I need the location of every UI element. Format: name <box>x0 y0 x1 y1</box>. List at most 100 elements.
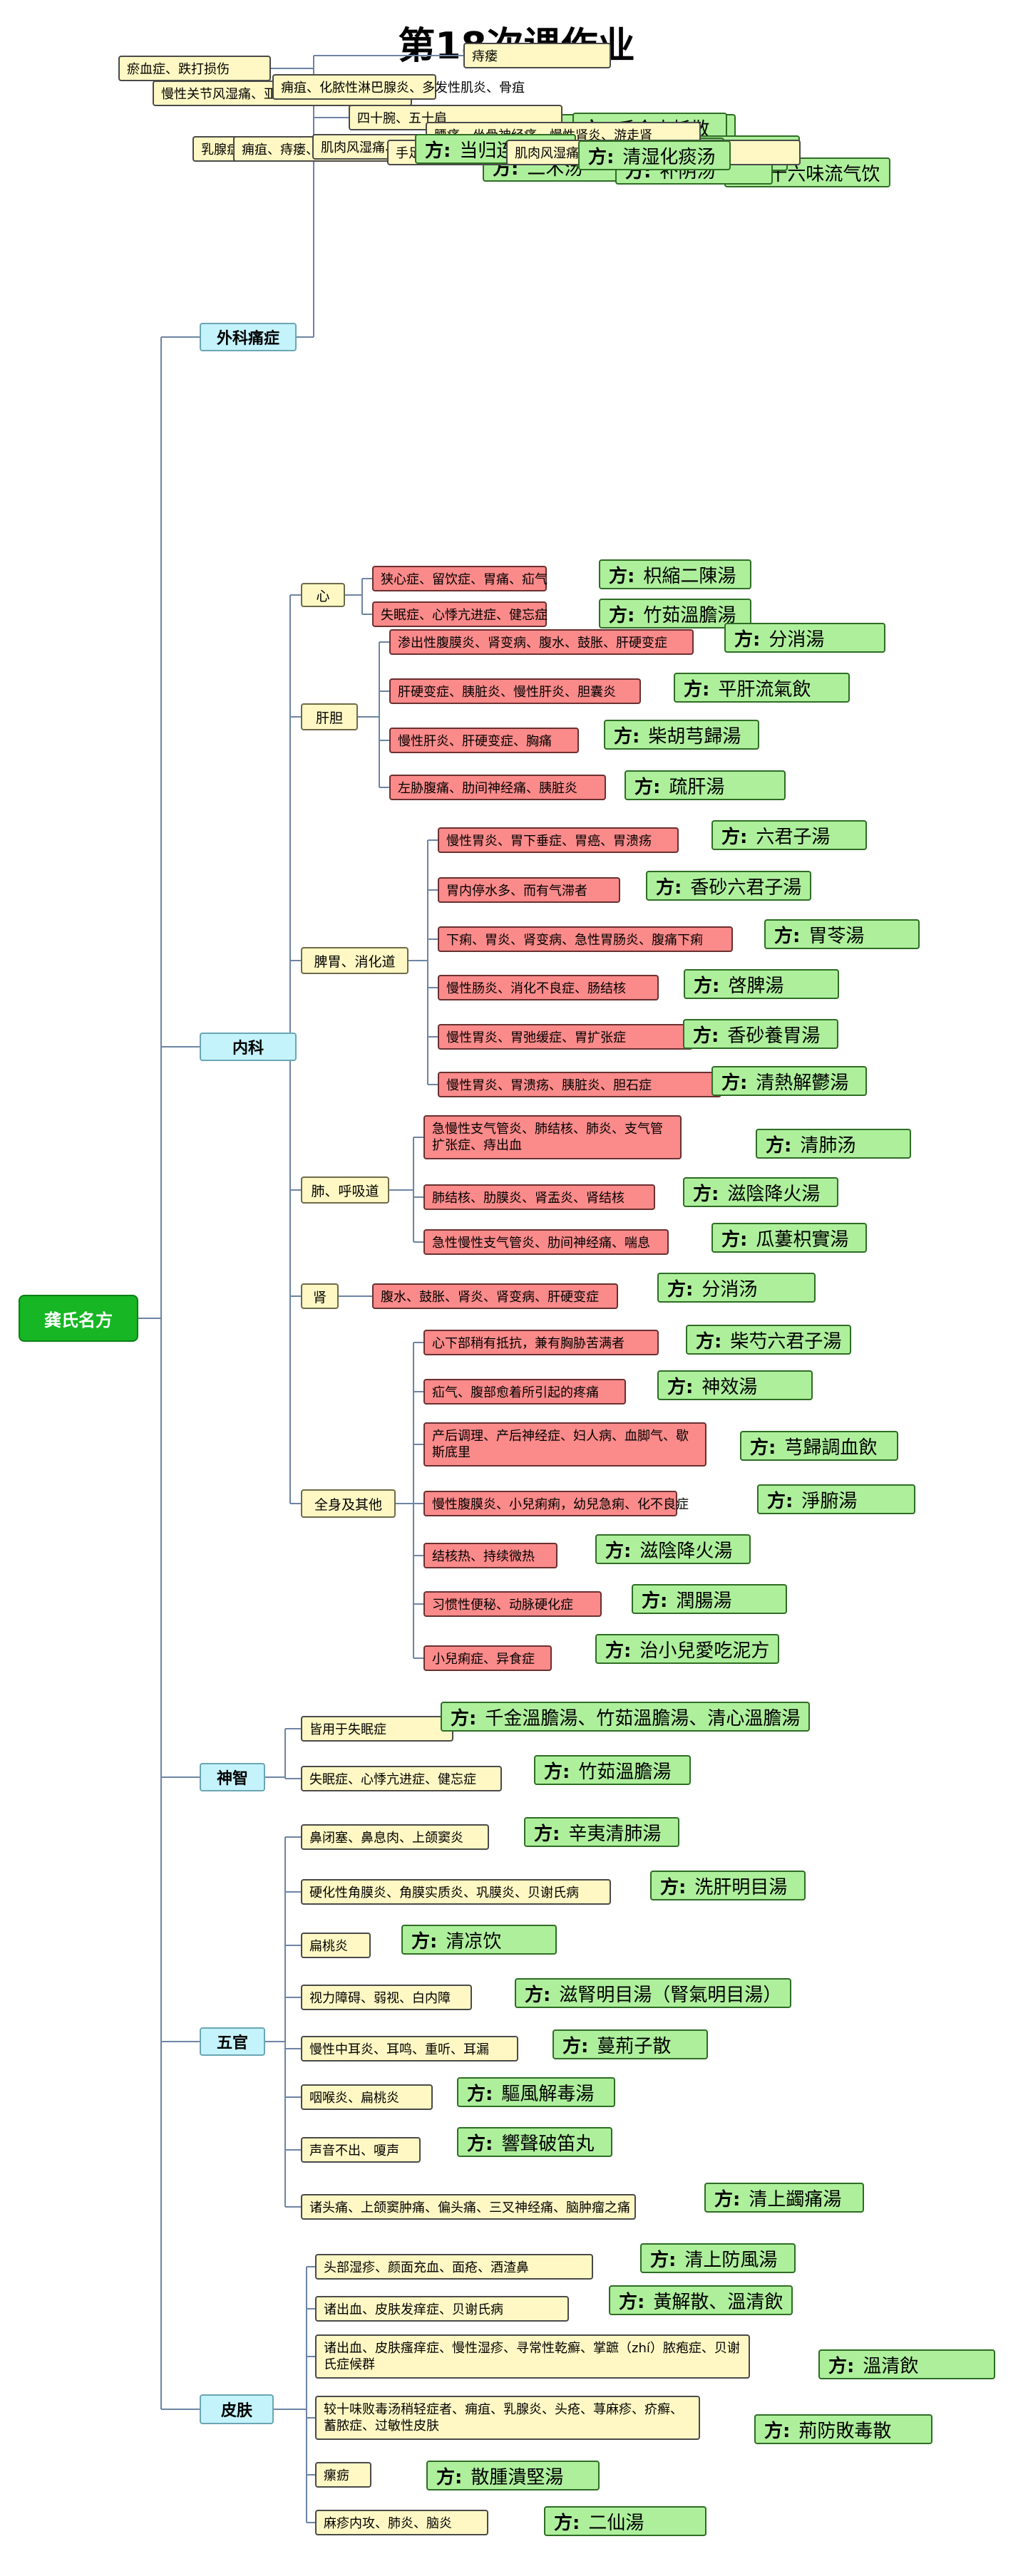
prescription-node[interactable]: 方:分消汤 <box>657 1273 816 1303</box>
prescription-label: 方: <box>750 1437 776 1459</box>
prescription-node[interactable]: 方:滋陰降火湯 <box>683 1177 838 1207</box>
prescription-label: 方: <box>467 2133 493 2155</box>
symptom-node[interactable]: 小兒痢症、异食症 <box>423 1645 552 1671</box>
symptom-node[interactable]: 慢性肠炎、消化不良症、肠结核 <box>438 975 659 1000</box>
prescription-node[interactable]: 方:蔓荊子散 <box>553 2029 708 2059</box>
prescription-label: 方: <box>562 2035 589 2057</box>
prescription-node[interactable]: 方:二仙湯 <box>544 2506 706 2536</box>
symptom-node[interactable]: 腹水、鼓胀、肾炎、肾变病、肝硬变症 <box>372 1283 618 1309</box>
symptom-node[interactable]: 左胁腹痛、肋间神经痛、胰脏炎 <box>389 775 606 800</box>
prescription-node[interactable]: 方:平肝流氣飲 <box>674 673 850 703</box>
symptom-node[interactable]: 肺结核、肋膜炎、肾盂炎、肾结核 <box>423 1184 655 1210</box>
symptom-node[interactable]: 诸出血、皮肤瘙痒症、慢性湿疹、寻常性乾癬、掌蹠（zhí）脓疱症、贝谢氏症候群 <box>315 2334 750 2379</box>
prescription-node[interactable]: 方:清湿化痰汤 <box>578 140 731 170</box>
prescription-node[interactable]: 方:六君子湯 <box>711 820 867 850</box>
symptom-node[interactable]: 慢性胃炎、胃弛缓症、胃扩张症 <box>438 1024 693 1050</box>
prescription-node[interactable]: 方:黃解散、溫清飲 <box>609 2285 793 2315</box>
prescription-node[interactable]: 方:散腫潰堅湯 <box>426 2461 600 2490</box>
symptom-node[interactable]: 失眠症、心悸亢进症、健忘症 <box>372 601 548 627</box>
symptom-node[interactable]: 诸出血、皮肤发痒症、贝谢氏病 <box>315 2296 569 2322</box>
category-node[interactable]: 五官 <box>200 2027 265 2056</box>
prescription-node[interactable]: 方:清上防風湯 <box>640 2243 796 2273</box>
prescription-node[interactable]: 方:香砂六君子湯 <box>646 871 812 901</box>
symptom-node[interactable]: 痔瘘 <box>463 43 611 68</box>
symptom-node[interactable]: 咽喉炎、扁桃炎 <box>301 2084 433 2110</box>
prescription-node[interactable]: 方:滋陰降火湯 <box>595 1534 751 1564</box>
symptom-node[interactable]: 慢性腹膜炎、小兒痢痢，幼兒急痢、化不良症 <box>423 1491 689 1516</box>
prescription-node[interactable]: 方:啓脾湯 <box>684 969 839 999</box>
category-node[interactable]: 内科 <box>200 1033 297 1061</box>
prescription-node[interactable]: 方:潤腸湯 <box>632 1584 787 1614</box>
symptom-node[interactable]: 皆用于失眠症 <box>301 1716 453 1742</box>
symptom-node[interactable]: 心下部稍有抵抗，兼有胸胁苦满者 <box>423 1330 659 1355</box>
prescription-node[interactable]: 方:清上蠲痛湯 <box>704 2183 864 2213</box>
symptom-node[interactable]: 肝硬变症、胰脏炎、慢性肝炎、胆囊炎 <box>389 678 641 704</box>
prescription-node[interactable]: 方:清凉饮 <box>401 1925 557 1955</box>
symptom-node[interactable]: 胃内停水多、而有气滞者 <box>438 877 620 903</box>
symptom-node[interactable]: 习惯性便秘、动脉硬化症 <box>423 1591 602 1617</box>
category-node[interactable]: 神智 <box>200 1763 265 1791</box>
prescription-node[interactable]: 方:胃苓湯 <box>764 919 920 949</box>
symptom-node[interactable]: 麻疹内攻、肺炎、脑炎 <box>315 2510 488 2535</box>
symptom-node[interactable]: 产后调理、产后神经症、妇人病、血脚气、歇斯底里 <box>423 1422 706 1467</box>
symptom-node[interactable]: 头部湿疹、颜面充血、面疮、酒渣鼻 <box>315 2254 593 2280</box>
symptom-node[interactable]: 急性慢性支气管炎、肋间神经痛、喘息 <box>423 1229 669 1255</box>
prescription-label: 方: <box>634 776 661 798</box>
prescription-node[interactable]: 方:辛夷清肺湯 <box>524 1817 679 1847</box>
prescription-node[interactable]: 方:柴芍六君子湯 <box>686 1325 852 1355</box>
symptom-node[interactable]: 较十味败毒汤稍轻症者、痈疽、乳腺炎、头疮、荨麻疹、疥癣、蓄脓症、过敏性皮肤 <box>315 2396 700 2440</box>
symptom-node[interactable]: 疝气、腹部愈着所引起的疼痛 <box>423 1379 626 1405</box>
prescription-node[interactable]: 方:清熱解鬱湯 <box>711 1066 867 1096</box>
prescription-text: 二仙湯 <box>588 2512 644 2534</box>
prescription-node[interactable]: 方:竹茹溫膽湯 <box>534 1755 691 1785</box>
prescription-text: 辛夷清肺湯 <box>568 1823 662 1845</box>
symptom-node[interactable]: 硬化性角膜炎、角膜实质炎、巩膜炎、贝谢氏病 <box>301 1879 611 1905</box>
prescription-node[interactable]: 方:分消湯 <box>724 623 885 653</box>
prescription-node[interactable]: 方:荊防敗毒散 <box>754 2414 932 2444</box>
prescription-node[interactable]: 方:千金溫膽湯、竹茹溫膽湯、清心溫膽湯 <box>441 1702 811 1732</box>
symptom-node[interactable]: 下痢、胃炎、肾变病、急性胃肠炎、腹痛下痢 <box>438 926 733 952</box>
symptom-node[interactable]: 声音不出、嗄声 <box>301 2137 421 2163</box>
prescription-node[interactable]: 方:治小兒愛吃泥方 <box>595 1634 780 1664</box>
category-node[interactable]: 皮肤 <box>200 2394 274 2424</box>
prescription-node[interactable]: 方:疏肝湯 <box>625 770 786 800</box>
subcategory-node[interactable]: 肺、呼吸道 <box>301 1176 389 1204</box>
prescription-node[interactable]: 方:溫清飲 <box>818 2349 995 2379</box>
subcategory-node[interactable]: 心 <box>301 583 345 607</box>
prescription-node[interactable]: 方:淨腑湯 <box>757 1484 915 1514</box>
prescription-node[interactable]: 方:洗肝明目湯 <box>650 1871 806 1900</box>
symptom-node[interactable]: 诸头痛、上颌窦肿痛、偏头痛、三叉神经痛、脑肿瘤之痛 <box>301 2194 636 2220</box>
prescription-node[interactable]: 方:香砂養胃湯 <box>683 1019 838 1049</box>
category-node[interactable]: 外科痛症 <box>200 323 297 351</box>
symptom-node[interactable]: 慢性胃炎、胃溃疡、胰脏炎、胆石症 <box>438 1072 721 1097</box>
prescription-node[interactable]: 方:芎歸調血飲 <box>740 1431 898 1461</box>
root-node[interactable]: 龚氏名方 <box>19 1295 138 1342</box>
symptom-node[interactable]: 慢性中耳炎、耳鸣、重听、耳漏 <box>301 2036 518 2062</box>
symptom-node[interactable]: 失眠症、心悸亢进症、健忘症 <box>301 1766 502 1791</box>
symptom-node[interactable]: 瘰疬 <box>315 2462 371 2488</box>
subcategory-node[interactable]: 肝胆 <box>301 703 358 730</box>
symptom-node[interactable]: 慢性胃炎、胃下垂症、胃癌、胃溃疡 <box>438 827 679 853</box>
symptom-node[interactable]: 狭心症、留饮症、胃痛、疝气 <box>372 566 548 591</box>
symptom-node[interactable]: 急慢性支气管炎、肺结核、肺炎、支气管扩张症、痔出血 <box>423 1115 682 1159</box>
symptom-node[interactable]: 渗出性腹膜炎、肾变病、腹水、鼓胀、肝硬变症 <box>389 629 694 655</box>
prescription-node[interactable]: 方:瓜蔞枳實湯 <box>711 1223 867 1253</box>
prescription-node[interactable]: 方:驅風解毒湯 <box>457 2077 615 2107</box>
symptom-node[interactable]: 瘀血症、跌打损伤 <box>118 56 271 81</box>
symptom-node[interactable]: 慢性肝炎、肝硬变症、胸痛 <box>389 728 579 753</box>
symptom-node[interactable]: 鼻闭塞、鼻息肉、上颌窦炎 <box>301 1824 489 1850</box>
symptom-node[interactable]: 结核热、持续微热 <box>423 1543 557 1568</box>
symptom-node[interactable]: 痈疽、化脓性淋巴腺炎、多发性肌炎、骨疽 <box>272 74 525 100</box>
prescription-node[interactable]: 方:神效湯 <box>657 1370 813 1400</box>
prescription-node[interactable]: 方:枳縮二陳湯 <box>599 559 751 589</box>
subcategory-node[interactable]: 脾胃、消化道 <box>301 947 408 974</box>
subcategory-node[interactable]: 全身及其他 <box>301 1489 396 1518</box>
symptom-node[interactable]: 扁桃炎 <box>301 1933 371 1958</box>
prescription-node[interactable]: 方:響聲破笛丸 <box>457 2127 612 2157</box>
prescription-node[interactable]: 方:滋腎明目湯（腎氣明目湯） <box>515 1978 792 2008</box>
prescription-node[interactable]: 方:竹茹溫膽湯 <box>599 599 751 629</box>
symptom-node[interactable]: 视力障碍、弱视、白内障 <box>301 1985 472 2010</box>
subcategory-node[interactable]: 肾 <box>301 1283 339 1309</box>
prescription-node[interactable]: 方:柴胡芎歸湯 <box>604 720 759 750</box>
prescription-node[interactable]: 方:清肺汤 <box>756 1129 911 1159</box>
